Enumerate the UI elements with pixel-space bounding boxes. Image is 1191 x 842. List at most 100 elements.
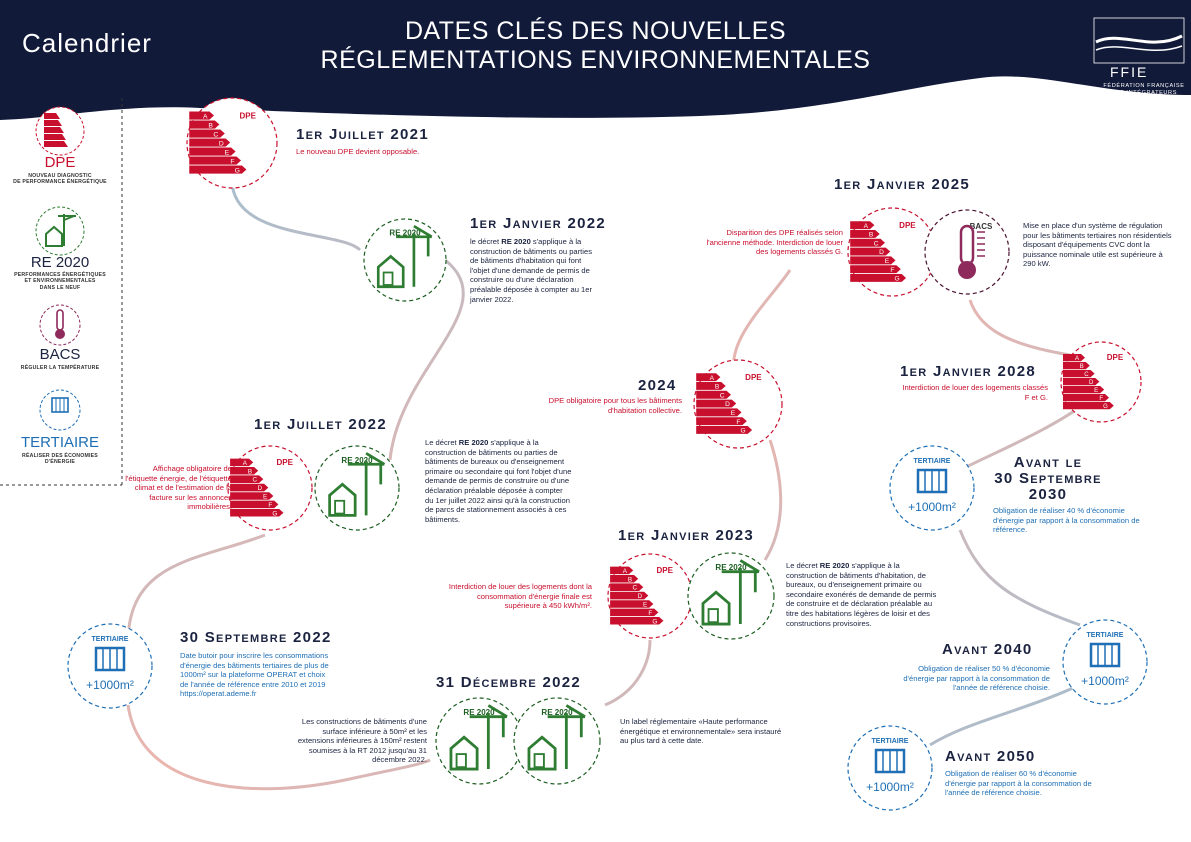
dpe-bar — [1063, 362, 1090, 370]
tertiaire-circle-2040: TERTIAIRE+1000m² — [1062, 619, 1148, 705]
dpe-letter: F — [648, 610, 652, 617]
dpe-letter: G — [272, 510, 277, 517]
dpe-letter: A — [864, 223, 869, 230]
dpe-bar — [696, 382, 726, 390]
re2020-label: RE 2020 — [463, 708, 495, 717]
date-2030-line1: Avant le — [1013, 454, 1083, 471]
dpe-letter: F — [1099, 396, 1103, 402]
dpe-letter: E — [1094, 388, 1098, 394]
dpe-letter: G — [741, 428, 746, 435]
dpe-letter: C — [633, 585, 638, 592]
dpe-label: DPE — [745, 373, 762, 382]
legend-tertiaire-subtitle: RÉALISER DES ÉCONOMIES D'ÉNERGIE — [0, 453, 120, 466]
legend-dpe-subtitle: NOUVEAU DIAGNOSTIC DE PERFORMANCE ÉNERGÉ… — [0, 173, 120, 186]
dpe-bar — [610, 600, 654, 608]
re2020-circle-2023-01: RE 2020 — [687, 552, 775, 640]
dpe-bar — [696, 390, 731, 399]
dpe-bar — [230, 500, 279, 509]
page-title-line2: RÉGLEMENTATIONS ENVIRONNEMENTALES — [320, 46, 871, 74]
dpe-bar — [189, 147, 236, 156]
dpe-bar — [850, 230, 880, 238]
dpe-letter: A — [243, 460, 248, 467]
dpe-bar — [696, 408, 742, 417]
date-2050: Avant 2050 — [945, 748, 1036, 765]
dpe-bar — [850, 256, 896, 265]
house-door — [334, 499, 346, 515]
date-2022-09: 30 Septembre 2022 — [180, 629, 332, 646]
text-2022-01-pre: le décret — [470, 237, 502, 246]
dpe-letter: B — [208, 122, 213, 129]
date-2030: Avant le 30 Septembre 2030 — [993, 455, 1103, 503]
legend-dpe-sub2: DE PERFORMANCE ÉNERGÉTIQUE — [13, 179, 107, 186]
dpe-bar — [1063, 354, 1085, 362]
dpe-letter: C — [1084, 372, 1089, 378]
text-2022-07-left: Affichage obligatoire de l'étiquette éne… — [125, 464, 232, 512]
dpe-bar — [610, 575, 639, 583]
text-2023-01-left: Interdiction de louer des logements dont… — [448, 582, 592, 611]
dpe-letter: C — [720, 392, 725, 399]
date-2028-01: 1er Janvier 2028 — [900, 363, 1037, 380]
tertiaire-label: TERTIAIRE — [1087, 632, 1124, 639]
crane-shape — [396, 224, 433, 287]
house-shape — [527, 735, 557, 771]
dpe-letter: A — [1075, 356, 1079, 362]
dpe-letter: B — [1080, 364, 1084, 370]
dpe-letter: A — [203, 113, 208, 120]
legend-re2020-icon — [35, 206, 85, 256]
dpe-bar — [850, 238, 885, 247]
re2020-label: RE 2020 — [541, 708, 573, 717]
dpe-letter: A — [623, 568, 628, 575]
header-band — [0, 0, 1191, 120]
dpe-bar — [850, 274, 907, 282]
dpe-letter: D — [219, 140, 224, 147]
dpe-bar — [1063, 370, 1095, 378]
legend-bacs-title: BACS — [39, 346, 81, 363]
dpe-bar — [189, 120, 220, 129]
legend-tertiaire-sub2: D'ÉNERGIE — [44, 459, 76, 466]
date-2022-12: 31 Décembre 2022 — [436, 674, 582, 691]
house-shape — [701, 590, 731, 626]
dpe-bar — [189, 138, 231, 147]
re2020-circle-2022-12-b: RE 2020 — [513, 697, 601, 785]
dpe-letter: F — [890, 267, 894, 274]
tertiaire-circle-2050: TERTIAIRE+1000m² — [847, 725, 933, 811]
dpe-bar — [696, 373, 721, 382]
house-shape — [376, 254, 405, 289]
crane-shape — [547, 704, 586, 770]
text-2023-01-right-bold: RE 2020 — [819, 561, 850, 570]
dpe-bar — [1063, 402, 1114, 410]
dpe-letter: G — [1103, 404, 1108, 410]
text-2021-07: Le nouveau DPE devient opposable. — [296, 147, 420, 156]
legend-bacs-subtitle: RÉGULER LA TEMPÉRATURE — [20, 365, 100, 371]
dpe-letter: E — [643, 602, 647, 609]
house-shape — [328, 482, 357, 517]
tertiaire-circle-2030: TERTIAIRE+1000m² — [889, 445, 975, 531]
dpe-bar — [189, 111, 214, 120]
legend-tertiaire-title: TERTIAIRE — [20, 434, 100, 451]
date-2023-01: 1er Janvier 2023 — [618, 527, 755, 544]
dpe-label: DPE — [1107, 353, 1124, 362]
dpe-letter: F — [268, 502, 272, 509]
text-2022-07-right: Le décret RE 2020 s'applique à la constr… — [425, 438, 573, 524]
dpe-letter: G — [895, 276, 900, 283]
re2020-label: RE 2020 — [341, 456, 373, 465]
legend-re2020-sub1: PERFORMANCES ÉNERGÉTIQUES — [14, 272, 106, 278]
page-title-line1: DATES CLÉS DES NOUVELLES — [404, 17, 787, 45]
dpe-bar — [230, 509, 284, 517]
re2020-circle-2022-01: RE 2020 — [363, 218, 447, 302]
dpe-letter: B — [628, 576, 632, 583]
date-2022-01: 1er Janvier 2022 — [470, 215, 607, 232]
date-2030-line2: 30 Septembre — [994, 470, 1102, 487]
bacs-label: BACS — [970, 222, 993, 231]
dpe-label: DPE — [899, 221, 916, 230]
dpe-bar — [189, 165, 247, 174]
text-2022-01-bold: RE 2020 — [501, 237, 531, 246]
dpe-letter: D — [638, 593, 643, 600]
dpe-bar — [696, 417, 747, 426]
legend-dpe-sub1: NOUVEAU DIAGNOSTIC — [28, 173, 92, 179]
legend-tertiaire-icon — [39, 389, 81, 431]
text-2022-07-right-pre: Le décret — [425, 438, 459, 447]
dpe-bar — [850, 265, 901, 274]
